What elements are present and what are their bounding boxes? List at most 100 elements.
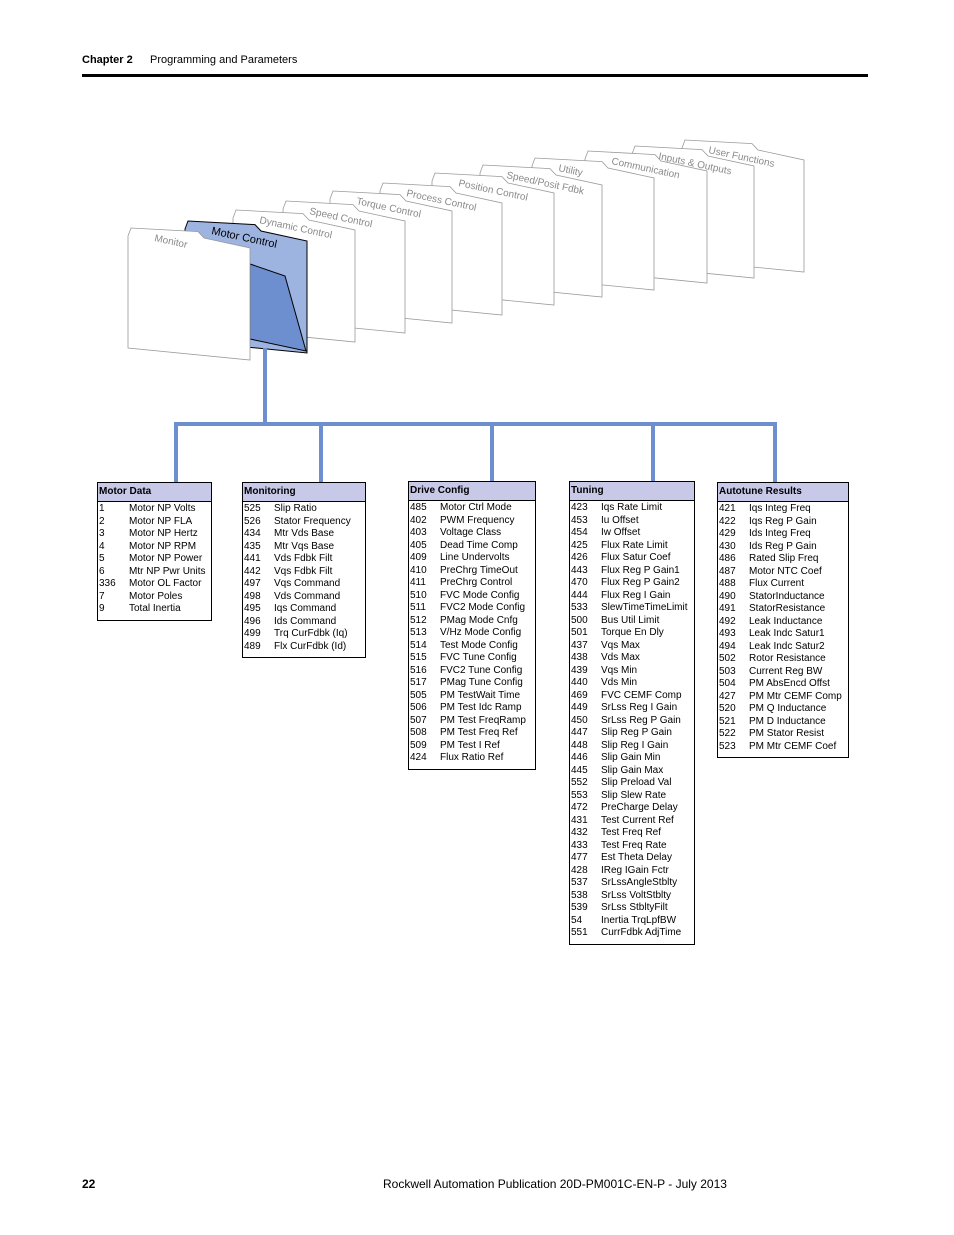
- param-number: 442: [244, 565, 261, 577]
- param-name: Test Current Ref: [601, 814, 674, 826]
- param-name: Bus Util Limit: [601, 614, 660, 626]
- param-number: 425: [571, 539, 588, 551]
- param-name: SrLss Reg I Gain: [601, 702, 678, 713]
- param-number: 515: [410, 652, 427, 663]
- param-number: 426: [571, 552, 588, 563]
- param-number: 402: [410, 514, 427, 526]
- param-row: 499 Trq CurFdbk (Iq): [243, 628, 365, 641]
- param-group-title: Autotune Results: [718, 483, 848, 502]
- param-name: Trq CurFdbk (Iq): [274, 628, 348, 639]
- param-name: Flx CurFdbk (Id): [274, 640, 347, 652]
- param-name: Motor OL Factor: [129, 578, 202, 589]
- param-name: Dead Time Comp: [440, 539, 518, 551]
- param-number: 505: [410, 689, 427, 701]
- param-number: 494: [719, 640, 736, 652]
- param-row: 551 CurrFdbk AdjTime: [570, 927, 694, 940]
- param-name: PM D Inductance: [749, 715, 826, 727]
- param-number: 496: [244, 615, 261, 627]
- param-number: 489: [244, 640, 261, 652]
- param-number: 523: [719, 740, 736, 752]
- param-name: SrLss Reg P Gain: [601, 714, 681, 726]
- param-name: Flux Current: [749, 578, 805, 589]
- param-number: 409: [410, 552, 427, 563]
- param-number: 538: [571, 889, 588, 901]
- folder-monitor: Monitor: [127, 227, 251, 361]
- param-number: 516: [410, 664, 427, 676]
- param-name: Total Inertia: [129, 603, 181, 614]
- param-number: 493: [719, 628, 736, 639]
- param-name: FVC2 Tune Config: [440, 664, 523, 676]
- param-row: 515 FVC Tune Config: [409, 652, 535, 665]
- param-number: 500: [571, 614, 588, 626]
- param-number: 551: [571, 927, 588, 938]
- param-name: PM Mtr CEMF Coef: [749, 740, 837, 752]
- param-number: 503: [719, 665, 736, 677]
- param-name: Leak Indc Satur1: [749, 628, 825, 639]
- param-number: 477: [571, 852, 588, 863]
- param-name: FVC2 Mode Config: [440, 602, 526, 613]
- param-name: Iqs Reg P Gain: [749, 515, 817, 527]
- param-number: 403: [410, 527, 427, 538]
- param-name: FVC Tune Config: [440, 652, 517, 663]
- param-name: FVC CEMF Comp: [601, 689, 682, 701]
- publication-info: Rockwell Automation Publication 20D-PM00…: [383, 1177, 727, 1191]
- param-name: Ids Integ Freq: [749, 528, 811, 539]
- param-name: PM Q Inductance: [749, 703, 827, 714]
- param-group-title: Tuning: [570, 482, 694, 501]
- param-number: 54: [571, 914, 583, 926]
- param-number: 443: [571, 564, 588, 576]
- param-name: Vds Max: [601, 652, 640, 663]
- param-number: 487: [719, 565, 736, 577]
- param-name: Motor Poles: [129, 590, 183, 602]
- param-name: Vqs Max: [601, 639, 640, 651]
- param-group-title: Drive Config: [409, 482, 535, 501]
- folder-label: Utility: [557, 163, 583, 179]
- param-number: 472: [571, 802, 588, 813]
- param-name: PM Test Freq Ref: [440, 727, 518, 738]
- param-number: 510: [410, 589, 427, 601]
- param-number: 424: [410, 752, 427, 763]
- param-number: 422: [719, 515, 736, 527]
- param-number: 499: [244, 628, 261, 639]
- param-number: 450: [571, 714, 588, 726]
- param-number: 439: [571, 664, 588, 676]
- param-name: CurrFdbk AdjTime: [601, 927, 682, 938]
- param-number: 448: [571, 739, 588, 751]
- param-name: Slip Preload Val: [601, 777, 672, 788]
- param-number: 428: [571, 864, 588, 876]
- param-number: 517: [410, 677, 427, 688]
- param-number: 445: [571, 764, 588, 776]
- param-number: 3: [99, 528, 105, 539]
- param-name: Rotor Resistance: [749, 653, 826, 664]
- param-number: 433: [571, 839, 588, 851]
- param-name: Inertia TrqLpfBW: [601, 914, 677, 926]
